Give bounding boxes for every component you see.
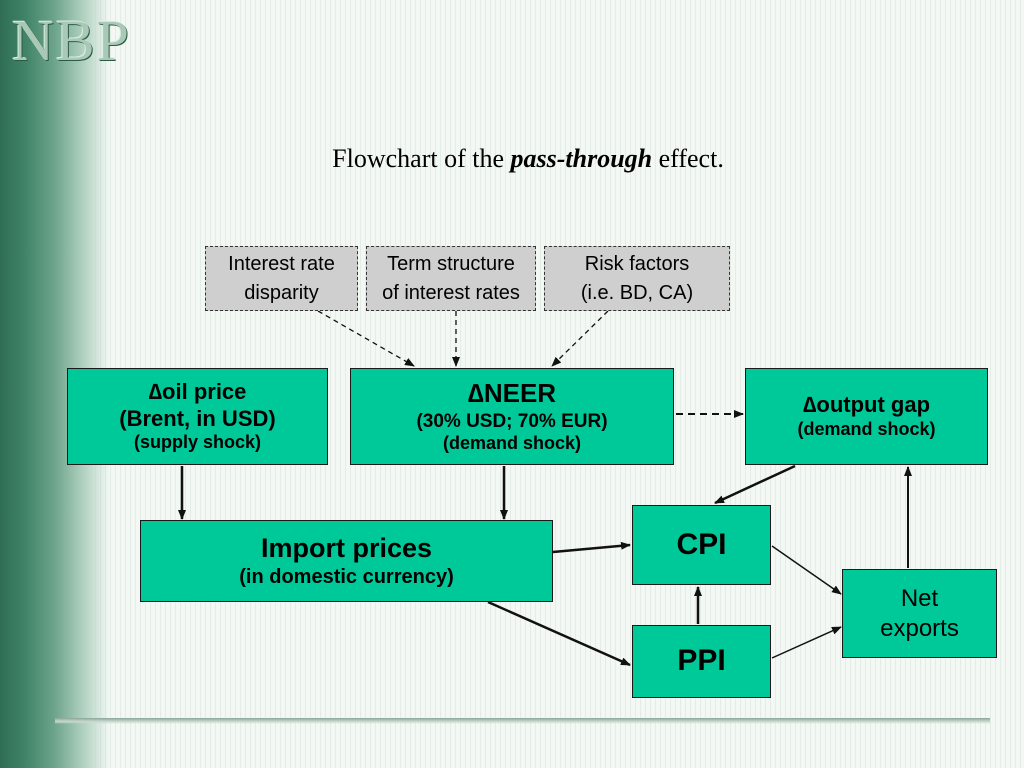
footer-divider — [55, 718, 990, 724]
cpi-label: CPI — [676, 527, 727, 561]
factor-label-line: Risk factors — [584, 252, 690, 275]
oil-price-subtitle: (Brent, in USD) — [119, 405, 276, 431]
neer-title: ∆NEER — [467, 378, 557, 409]
output-gap-title: ∆output gap — [802, 392, 931, 418]
nbp-logo: NBP — [12, 8, 131, 73]
node-cpi: CPI — [632, 505, 771, 585]
neer-subtitle: (30% USD; 70% EUR) — [416, 410, 608, 432]
oil-price-note: (supply shock) — [133, 432, 262, 453]
arrow-cpi-to-net-exports — [771, 545, 842, 595]
arrow-interest-rate-to-neer — [317, 310, 415, 367]
neer-note: (demand shock) — [442, 432, 582, 453]
import-prices-title: Import prices — [260, 533, 433, 564]
node-import-prices: Import prices (in domestic currency) — [140, 520, 553, 602]
arrow-import-to-ppi — [487, 600, 631, 667]
slide-title: Flowchart of the pass-through effect. — [0, 144, 1024, 174]
node-net-exports: Net exports — [842, 569, 997, 658]
ppi-label: PPI — [677, 644, 726, 678]
factor-label-line: Interest rate — [228, 252, 335, 275]
node-oil-price: ∆oil price (Brent, in USD) (supply shock… — [67, 368, 328, 465]
factor-label-line: (i.e. BD, CA) — [580, 281, 694, 304]
net-exports-line: exports — [880, 614, 959, 642]
factor-term-structure: Term structure of interest rates — [366, 246, 536, 311]
oil-price-title: ∆oil price — [148, 378, 247, 404]
node-neer: ∆NEER (30% USD; 70% EUR) (demand shock) — [350, 368, 674, 465]
title-prefix: Flowchart of the — [332, 144, 511, 173]
node-ppi: PPI — [632, 625, 771, 698]
factor-risk-factors: Risk factors (i.e. BD, CA) — [544, 246, 730, 311]
arrow-import-to-cpi — [552, 541, 631, 554]
net-exports-line: Net — [900, 585, 939, 613]
factor-label-line: Term structure — [387, 252, 515, 275]
factor-interest-rate-disparity: Interest rate disparity — [205, 246, 358, 311]
factor-label-line: disparity — [244, 281, 319, 304]
arrow-risk-factors-to-neer — [551, 310, 609, 367]
factor-label-line: of interest rates — [382, 281, 520, 304]
arrow-ppi-to-net-exports — [771, 626, 842, 659]
title-suffix: effect. — [652, 144, 724, 173]
output-gap-note: (demand shock) — [797, 418, 936, 439]
node-output-gap: ∆output gap (demand shock) — [745, 368, 988, 465]
arrow-output-gap-to-cpi — [714, 464, 796, 505]
title-emphasis: pass-through — [510, 144, 653, 173]
import-prices-subtitle: (in domestic currency) — [239, 566, 454, 589]
